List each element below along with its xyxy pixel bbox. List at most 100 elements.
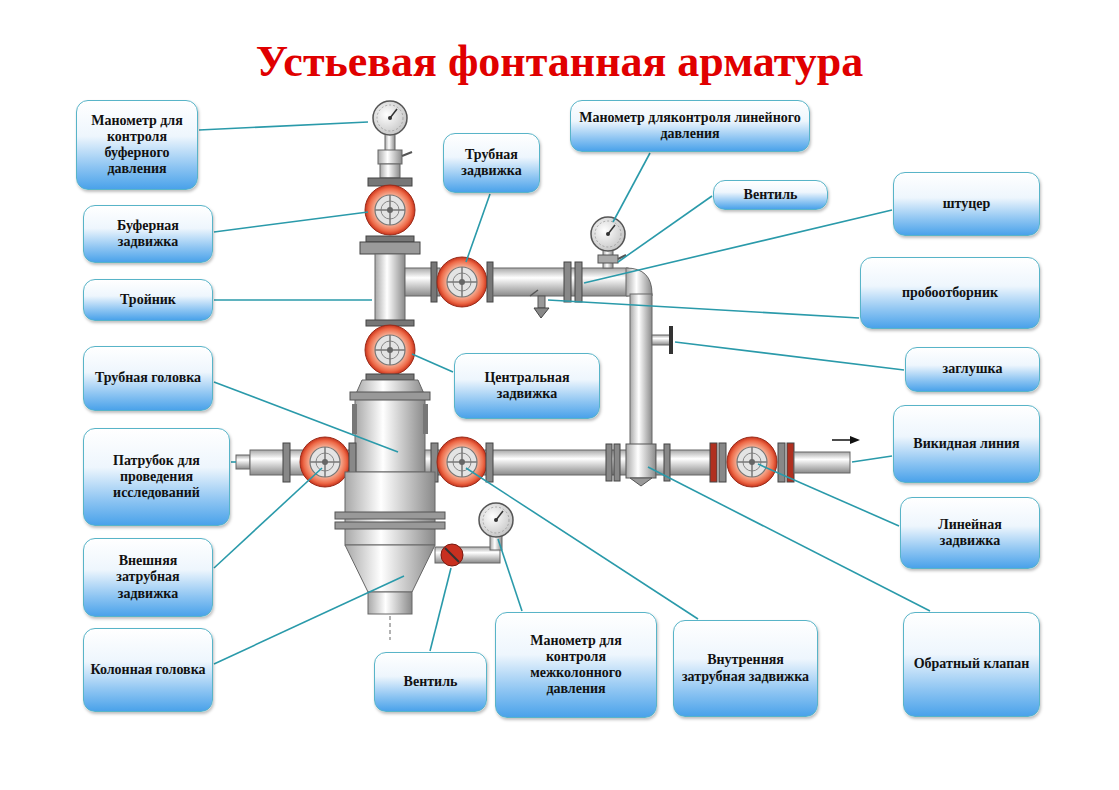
illustration-part — [214, 382, 398, 452]
callout-label: Обратный клапан — [914, 656, 1030, 672]
callout-label: Манометр дляконтроля линейного давления — [577, 110, 803, 142]
illustration-part — [345, 472, 435, 545]
callout-label: Колонная головка — [90, 662, 205, 678]
callout-box: Линейная задвижка — [900, 497, 1040, 569]
illustration-part — [300, 437, 350, 487]
illustration-part — [652, 335, 670, 345]
callout-label: штуцер — [943, 196, 991, 212]
callout-label: Тройник — [120, 292, 176, 308]
illustration-part — [493, 268, 628, 296]
illustration-part — [618, 196, 712, 262]
illustration-part — [466, 468, 698, 619]
illustration-part — [530, 290, 538, 296]
illustration-part — [630, 478, 652, 486]
illustration-part — [214, 576, 404, 664]
callout-label: Патрубок для проведения исследований — [90, 453, 223, 501]
callout-label: Трубная головка — [95, 370, 201, 386]
illustration-part — [390, 616, 391, 640]
leader-lines — [199, 122, 930, 664]
illustration-part — [283, 443, 290, 482]
callout-label: Центральная задвижка — [461, 370, 593, 402]
callout-label: Внешняя затрубная задвижка — [90, 553, 206, 601]
illustration-part — [613, 153, 650, 222]
callout-box: Обратный клапан — [903, 612, 1040, 717]
callout-label: Вентиль — [404, 674, 458, 690]
callout-box: Викидная линия — [893, 405, 1040, 483]
illustration-part — [719, 443, 726, 482]
illustration-part — [352, 404, 357, 434]
illustration-part — [548, 300, 859, 318]
illustration-part — [360, 242, 420, 254]
illustration-part — [466, 194, 490, 262]
illustration-part — [380, 164, 400, 178]
callout-box: заглушка — [905, 347, 1040, 392]
illustration-part — [727, 437, 777, 487]
illustration-part — [431, 262, 437, 302]
illustration-part — [538, 296, 545, 308]
illustration-part — [584, 210, 892, 283]
illustration-part — [486, 443, 493, 482]
illustration-part — [648, 467, 930, 611]
callout-box: Трубная головка — [83, 346, 213, 411]
illustration-part — [441, 544, 463, 566]
callout-box: Тройник — [83, 279, 213, 321]
illustration-part — [614, 444, 620, 481]
illustration-part — [487, 262, 493, 302]
illustration-part — [710, 443, 717, 482]
illustration-part — [852, 456, 892, 462]
illustration-part — [199, 122, 368, 130]
illustration-part — [214, 212, 368, 232]
callout-label: Линейная задвижка — [907, 517, 1033, 549]
illustration-part — [850, 436, 860, 444]
illustration-part — [591, 217, 625, 251]
illustration-part — [231, 461, 236, 463]
illustration-part — [335, 512, 445, 519]
illustration-part — [534, 308, 549, 318]
illustration-part — [445, 548, 459, 562]
illustration-part — [669, 326, 673, 354]
illustration-part — [365, 185, 415, 235]
callout-box: Внешняя затрубная задвижка — [83, 538, 213, 617]
callout-label: Манометр для контроля межколонного давле… — [502, 633, 650, 697]
illustration-part — [345, 545, 435, 592]
callout-box: пробоотборник — [860, 257, 1040, 329]
illustration-part — [402, 152, 412, 156]
illustration-part — [794, 452, 850, 473]
illustration-part — [430, 568, 451, 651]
diagram-title: Устьевая фонтанная арматура — [0, 36, 1119, 87]
illustration-part — [423, 404, 428, 434]
callout-box: Буферная задвижка — [83, 205, 213, 263]
callout-label: заглушка — [943, 361, 1003, 377]
illustration-part — [758, 464, 899, 526]
illustration-part — [214, 468, 322, 568]
illustration-part — [378, 150, 402, 164]
callout-box: Вентиль — [374, 652, 487, 712]
illustration-part — [437, 257, 487, 307]
illustration-part — [479, 503, 513, 537]
callout-label: Трубная задвижка — [450, 147, 533, 179]
callout-box: Манометр для контроля буферного давления — [76, 100, 198, 190]
illustration-part — [575, 262, 582, 302]
callout-label: Буферная задвижка — [90, 218, 206, 250]
callout-box: Внутренняя затрубная задвижка — [673, 620, 818, 717]
illustration-part — [335, 522, 445, 529]
callout-label: пробоотборник — [902, 285, 998, 301]
illustration-part — [626, 444, 656, 478]
illustration-part — [366, 236, 414, 242]
illustration-part — [564, 262, 571, 302]
illustration-part — [606, 444, 612, 481]
illustration-part — [598, 255, 618, 263]
callout-box: Вентиль — [713, 180, 828, 210]
illustration-part — [412, 354, 453, 372]
callout-label: Викидная линия — [913, 436, 1019, 452]
illustration-part — [437, 437, 487, 487]
callout-box: Манометр для контроля межколонного давле… — [495, 612, 657, 718]
illustration-part — [365, 325, 415, 375]
illustration-part — [375, 254, 405, 322]
illustration-part — [498, 539, 522, 611]
illustration-part — [787, 443, 794, 482]
callout-label: Манометр для контроля буферного давления — [83, 113, 191, 177]
illustration-part — [236, 455, 250, 469]
callout-box: штуцер — [893, 172, 1040, 236]
illustration-part — [368, 592, 412, 614]
